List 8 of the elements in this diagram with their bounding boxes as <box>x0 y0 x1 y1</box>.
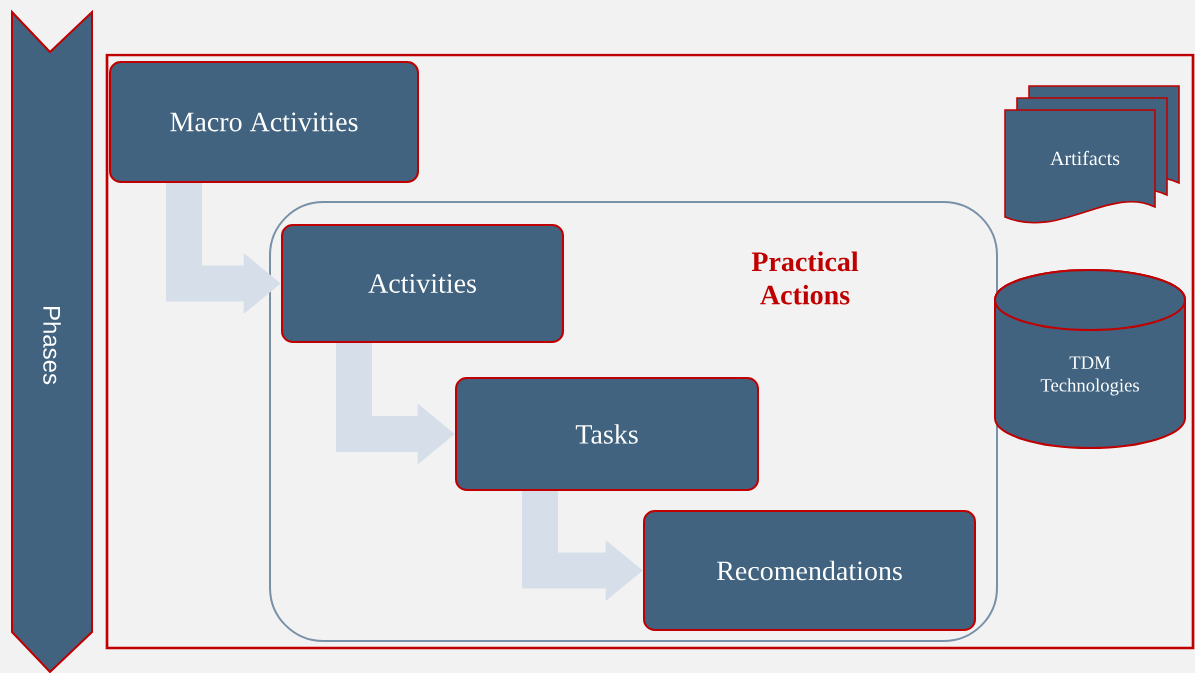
frame <box>105 53 1195 650</box>
process-box: Tasks <box>455 377 759 491</box>
process-box: Recomendations <box>643 510 976 631</box>
cylinder: TDM Technologies <box>994 269 1186 449</box>
chevron-band: Phases <box>11 9 93 673</box>
process-box: Macro Activities <box>109 61 419 183</box>
document-stack: Artifacts <box>1004 85 1180 224</box>
process-box: Activities <box>281 224 564 343</box>
